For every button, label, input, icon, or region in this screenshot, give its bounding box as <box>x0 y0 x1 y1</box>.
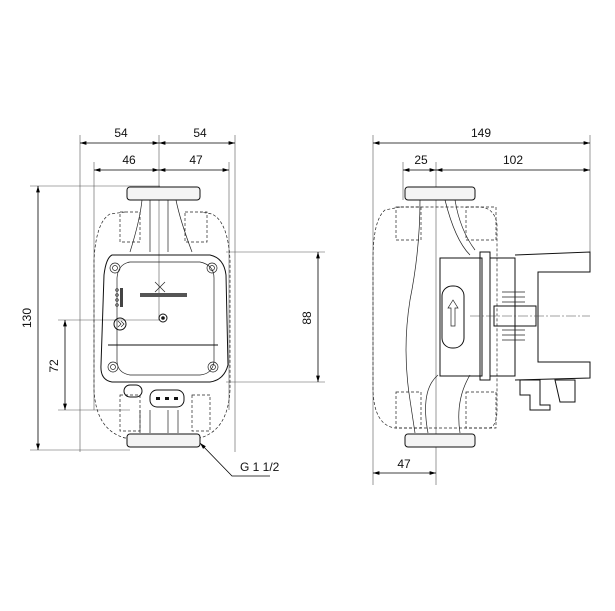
front-dashed-block <box>184 211 208 243</box>
dim-label-88: 88 <box>300 311 314 325</box>
control-box-housing <box>100 254 229 383</box>
mode-button-icon[interactable] <box>113 317 127 331</box>
front-dashed-block <box>191 394 211 432</box>
side-view: 149 25 102 47 <box>372 126 591 485</box>
side-dashed-block <box>465 391 497 429</box>
brand-logo <box>140 293 187 297</box>
side-dashed-block <box>395 391 422 429</box>
thread-leader <box>199 442 270 477</box>
front-insulation-outline <box>93 211 231 439</box>
pump-housing <box>439 257 483 377</box>
chevron-icon <box>117 320 125 328</box>
center-indicator-icon <box>158 313 168 323</box>
side-dashed-block <box>465 206 497 241</box>
led-indicators <box>115 288 123 307</box>
mounting-screws <box>107 262 219 373</box>
front-dashed-block <box>119 211 141 243</box>
front-pipe-neck <box>129 199 193 253</box>
motor-stator <box>489 257 516 377</box>
flow-arrow-window <box>441 285 465 349</box>
side-insulation-outline <box>372 206 498 429</box>
power-connector <box>149 389 185 408</box>
dim-label-25: 25 <box>414 153 428 167</box>
front-extension-lines <box>30 135 325 452</box>
front-pipe-neck-bottom <box>139 410 179 433</box>
front-view: 54 54 46 47 130 72 88 G 1 1/2 <box>20 126 325 477</box>
thread-label: G 1 1/2 <box>240 460 280 474</box>
dim-label-54-right: 54 <box>193 126 207 140</box>
side-connectors <box>519 379 576 411</box>
front-top-flange <box>126 186 201 201</box>
front-dashed-block <box>119 394 141 432</box>
motor-can <box>514 251 591 381</box>
dim-label-130: 130 <box>20 308 34 328</box>
control-box-face <box>116 261 215 376</box>
side-bottom-flange <box>404 433 476 448</box>
dim-label-47-side: 47 <box>397 457 411 471</box>
cooling-fins <box>502 291 525 341</box>
signal-connector <box>123 384 143 398</box>
flow-direction-arrow-icon <box>447 299 459 327</box>
dim-label-46: 46 <box>122 153 136 167</box>
dim-label-72: 72 <box>47 359 61 373</box>
logo-x-mark <box>154 281 166 293</box>
dim-label-102: 102 <box>503 153 523 167</box>
side-volute-lines <box>405 199 476 434</box>
dim-label-54-left: 54 <box>114 126 128 140</box>
dim-label-149: 149 <box>471 126 491 140</box>
front-bottom-flange <box>126 433 201 448</box>
side-top-flange <box>404 186 476 201</box>
side-dashed-block <box>395 206 422 241</box>
dim-label-47: 47 <box>189 153 203 167</box>
